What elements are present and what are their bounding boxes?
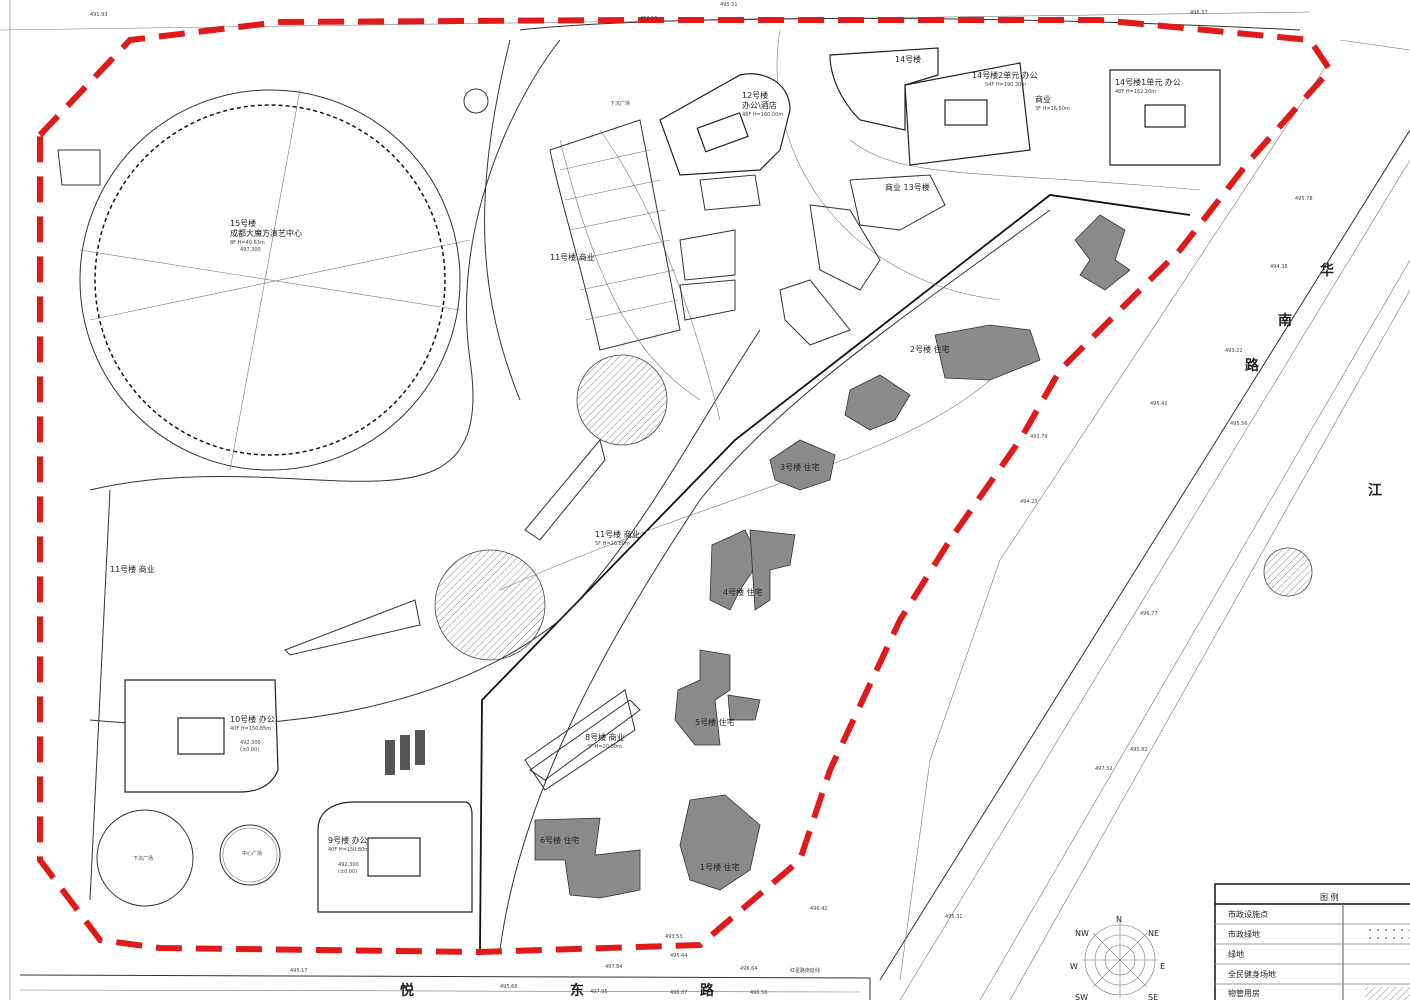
- elevation-label: 496.07: [670, 990, 688, 996]
- stairs: [385, 730, 425, 775]
- building-14-1-height: 48F H=162.20m: [1115, 89, 1156, 95]
- elevation-label: 495.56: [1230, 421, 1248, 427]
- building-15-use: 成都大魔方演艺中心: [230, 228, 302, 238]
- road-char: 路: [1245, 357, 1260, 374]
- building-10-elevation-zero: (±0.00): [240, 747, 259, 753]
- road-labels: 悦 东 路 红星路南延线 路 南 华 江: [400, 262, 1382, 999]
- elevation-label: 495.31: [945, 914, 963, 920]
- elevation-labels: 491.93 492.15 495.31 496.37 495.78 494.36 493.…: [90, 2, 1313, 996]
- elevation-label: 492.15: [640, 16, 658, 22]
- building-10-height: 40F H=150.85m: [230, 726, 271, 732]
- elevation-label: 491.93: [90, 12, 108, 18]
- building-9-elevation-zero: (±0.00): [338, 869, 357, 875]
- building-2-name: 2号楼 住宅: [910, 344, 950, 354]
- landmark-circle: [1263, 547, 1313, 597]
- building-3-name: 3号楼 住宅: [780, 462, 820, 472]
- building-5-name: 5号楼 住宅: [695, 717, 735, 727]
- building-13-name: 商业 13号楼: [885, 182, 930, 192]
- elevation-label: 496.77: [1140, 611, 1158, 617]
- road-char: 路: [700, 982, 715, 999]
- building-11-label-c: 11号楼 商业: [110, 564, 155, 574]
- building-9-name: 9号楼 办公: [328, 835, 368, 845]
- building-15: 15号楼 成都大魔方演艺中心 8F H=40.63m 497.300: [57, 88, 489, 471]
- road-note: 红星路南延线: [790, 967, 820, 974]
- building-15-name: 15号楼: [230, 218, 256, 228]
- elevation-label: 494.23: [1020, 499, 1038, 505]
- building-6-name: 6号楼 住宅: [540, 835, 580, 845]
- building-11-label-b: 11号楼 商业: [595, 529, 640, 539]
- building-14-name: 14号楼: [895, 54, 921, 64]
- legend-item: 市政绿地: [1228, 929, 1260, 939]
- legend-item: 物管用房: [1228, 988, 1260, 998]
- compass-w: W: [1070, 962, 1078, 971]
- shop-height: 3F H=16.50m: [1035, 106, 1070, 112]
- elevation-label: 495.44: [670, 953, 688, 959]
- elevation-label: 496.56: [750, 990, 768, 996]
- legend-item: 绿地: [1228, 949, 1244, 959]
- compass-ne: NE: [1148, 929, 1159, 938]
- elevation-label: 496.64: [740, 966, 758, 972]
- building-4-name: 4号楼 住宅: [723, 587, 763, 597]
- elevation-label: 494.36: [1270, 264, 1288, 270]
- compass-rose: N NE E SE SW W NW: [1070, 915, 1165, 1000]
- elevation-label: 495.42: [1150, 401, 1168, 407]
- building-11-label-a: 11号楼 商业: [550, 252, 595, 262]
- south-west-buildings: 10号楼 办公 40F H=150.85m 492.300 (±0.00) 9号…: [96, 100, 641, 913]
- compass-n: N: [1116, 915, 1122, 924]
- compass-nw: NW: [1075, 929, 1089, 938]
- elevation-label: 493.53: [665, 934, 683, 940]
- road-char: 东: [570, 982, 584, 999]
- building-8-height: 3F H=20.00m: [587, 744, 622, 750]
- building-14-1-name: 14号楼1单元 办公: [1115, 77, 1181, 87]
- elevation-label: 497.84: [605, 964, 623, 970]
- compass-se: SE: [1148, 993, 1158, 1000]
- compass-sw: SW: [1075, 993, 1088, 1000]
- building-11: 11号楼 商业 11号楼 商业 11号楼 商业 5F H=28.80m: [110, 119, 681, 661]
- building-1-name: 1号楼 住宅: [700, 862, 740, 872]
- elevation-label: 493.79: [1030, 434, 1048, 440]
- building-8-name: 8号楼 商业: [585, 732, 625, 742]
- elevation-label: 497.32: [1095, 766, 1113, 772]
- building-9-height: 40F H=150.80m: [328, 847, 369, 853]
- road-char: 悦: [400, 982, 414, 999]
- building-12-name: 12号楼: [742, 90, 768, 100]
- building-9-elevation: 492.300: [338, 862, 359, 868]
- elevation-label: 493.22: [1225, 348, 1243, 354]
- building-11-height: 5F H=28.80m: [595, 541, 630, 547]
- shop-label: 商业: [1035, 94, 1051, 104]
- legend-item: 市政设施点: [1228, 909, 1268, 919]
- road-char: 江: [1368, 482, 1382, 499]
- building-14-2-name: 14号楼2单元 办公: [972, 70, 1038, 80]
- plaza-label-c: 中心广场: [242, 850, 262, 857]
- elevation-label: 495.82: [1130, 747, 1148, 753]
- elevation-label: 495.31: [720, 2, 738, 8]
- building-15-elevation: 497.300: [240, 247, 261, 253]
- elevation-label: 497.95: [590, 989, 608, 995]
- building-15-height: 8F H=40.63m: [230, 240, 265, 246]
- legend-title: 图 例: [1320, 892, 1339, 902]
- building-12-height: 48F H=160.00m: [742, 112, 783, 118]
- elevation-label: 495.66: [500, 984, 518, 990]
- building-12-use: 办公\酒店: [742, 100, 777, 110]
- compass-e: E: [1160, 962, 1165, 971]
- north-buildings: 12号楼 办公\酒店 48F H=160.00m 14号楼 14号楼2单元 办公…: [659, 47, 1221, 346]
- elevation-label: 496.37: [1190, 10, 1208, 16]
- building-10-name: 10号楼 办公: [230, 714, 275, 724]
- elevation-label: 495.17: [290, 968, 308, 974]
- plaza-label-b: 下沉广场: [610, 100, 630, 107]
- legend: 图 例 市政设施点 市政绿地 绿地 全民健身场地 物管用房: [1214, 883, 1410, 1000]
- road-char: 华: [1320, 262, 1334, 279]
- elevation-label: 496.42: [810, 906, 828, 912]
- residential-buildings: 4号楼 住宅 5号楼 住宅 3号楼 住宅 2号楼 住宅 6号楼 住宅 1号楼 住…: [534, 214, 1131, 899]
- elevation-label: 495.78: [1295, 196, 1313, 202]
- building-10-elevation: 492.300: [240, 740, 261, 746]
- building-14-2-height: 54F H=190.30m: [985, 82, 1026, 88]
- legend-item: 全民健身场地: [1228, 969, 1276, 979]
- road-char: 南: [1278, 312, 1292, 329]
- plaza-label-a: 下沉广场: [133, 855, 153, 862]
